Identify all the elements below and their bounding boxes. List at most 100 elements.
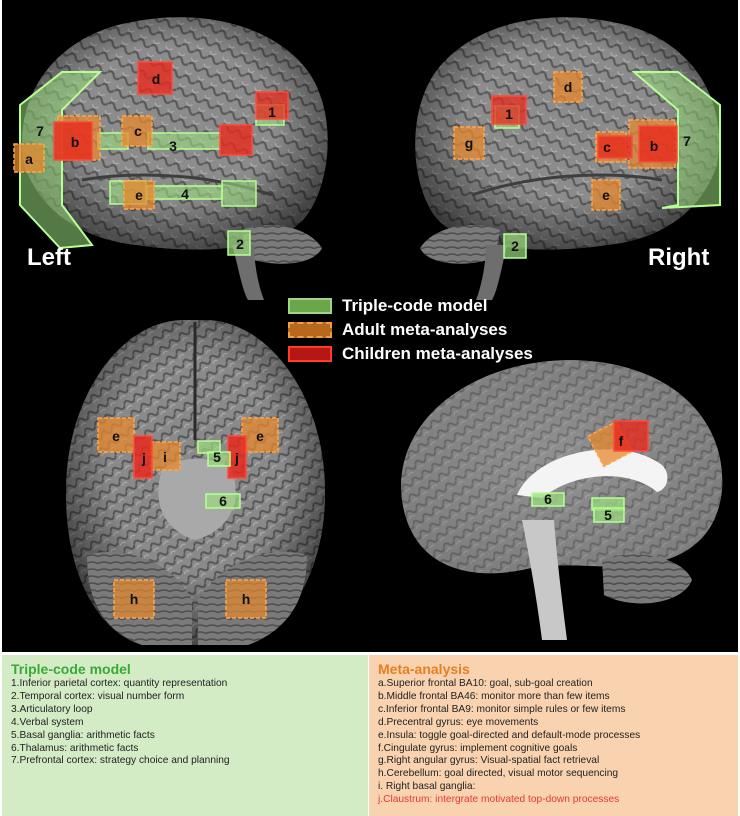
label-a-left: a (25, 151, 33, 167)
right-view-regions (453, 71, 721, 259)
region-2-left (227, 230, 251, 256)
region-3-child-left (219, 124, 253, 156)
meta-analysis-item: h.Cerebellum: goal directed, visual moto… (378, 768, 619, 780)
label-2-left: 2 (236, 236, 244, 252)
region-d-right (553, 71, 583, 103)
region-labels: 7 3 4 2 a c e b d 1 7 2 d g e 1 c b 5 6 (25, 71, 691, 607)
label-g-right: g (465, 135, 474, 151)
label-b-left: b (71, 134, 80, 150)
brain-image-panel: 7 3 4 2 a c e b d 1 7 2 d g e 1 c b 5 6 (2, 0, 738, 652)
sagittal-brain (401, 360, 723, 640)
meta-analysis-item: b.Middle frontal BA46: monitor more than… (378, 690, 610, 702)
sagittal-view-regions (531, 420, 649, 523)
meta-analysis-item: a.Superior frontal BA10: goal, sub-goal … (378, 678, 593, 689)
region-4-right-end (221, 180, 257, 207)
label-6-sagittal: 6 (544, 491, 552, 507)
axial-brain (66, 320, 326, 645)
region-b-right (638, 125, 678, 163)
label-h-axial-left: h (130, 591, 139, 607)
region-c-left (121, 115, 153, 147)
label-2-right: 2 (511, 238, 519, 254)
region-a-left (13, 143, 45, 173)
region-e-axial-left (97, 417, 135, 453)
label-1-right: 1 (505, 106, 513, 122)
legend-swatch-children (288, 346, 332, 362)
triple-code-item: 1.Inferior parietal cortex: quantity rep… (11, 678, 228, 689)
region-1-child-right (491, 95, 527, 125)
meta-analysis-item-highlighted: j.Claustrum: intergrate motivated top-do… (378, 794, 620, 806)
label-4-left: 4 (181, 186, 189, 202)
region-j-axial-left (133, 435, 153, 479)
legend-label-children: Children meta-analyses (342, 344, 533, 363)
region-f-sagittal (613, 420, 649, 452)
legend: Triple-code model Adult meta-analyses Ch… (288, 294, 533, 366)
region-2-right (503, 233, 527, 259)
legend-label-adult: Adult meta-analyses (342, 320, 508, 339)
triple-code-item: 3.Articulatory loop (11, 703, 93, 715)
legend-item-triple-code: Triple-code model (288, 294, 533, 318)
label-f-sagittal: f (619, 433, 624, 449)
region-e-left (123, 180, 155, 210)
region-1-child-left (255, 91, 289, 120)
region-5-sagittal (593, 507, 625, 523)
region-7-right (631, 71, 721, 209)
triple-code-item: 6.Thalamus: arithmetic facts (11, 742, 139, 754)
region-3-bar-right (147, 132, 221, 150)
left-view-label: Left (27, 244, 71, 271)
label-j-axial-right: j (234, 450, 239, 466)
label-d-right: d (564, 79, 573, 95)
region-d-left (137, 61, 173, 95)
label-i-axial: i (163, 449, 167, 465)
region-6-axial (205, 493, 241, 509)
region-h-axial-right (225, 579, 267, 619)
region-c-right (597, 135, 633, 159)
label-3-left: 3 (169, 138, 177, 154)
label-b-right: b (650, 138, 659, 154)
region-g-right (453, 126, 485, 160)
meta-analysis-item: e.Insula: toggle goal-directed and defau… (378, 729, 641, 741)
label-c-right: c (603, 139, 611, 155)
legend-item-adult: Adult meta-analyses (288, 318, 533, 342)
region-e-right (591, 179, 621, 211)
label-c-left: c (134, 123, 142, 139)
label-e-right: e (602, 187, 610, 203)
region-6-sagittal (531, 492, 565, 507)
legend-swatch-triple-code (288, 298, 332, 314)
label-e-axial-right: e (256, 428, 264, 444)
triple-code-item: 7.Prefrontal cortex: strategy choice and… (11, 755, 230, 767)
label-5-axial: 5 (213, 449, 221, 465)
triple-code-item: 4.Verbal system (11, 716, 84, 728)
label-7-left: 7 (36, 123, 44, 139)
meta-analysis-item: i. Right basal ganglia: (378, 781, 476, 793)
label-e-axial-left: e (112, 428, 120, 444)
right-view-label: Right (648, 244, 710, 271)
triple-code-list: 1.Inferior parietal cortex: quantity rep… (11, 678, 358, 768)
region-e-axial-right (241, 417, 279, 453)
region-b-left (53, 121, 93, 161)
triple-code-item: 2.Temporal cortex: visual number form (11, 690, 185, 702)
brain-views-svg: 7 3 4 2 a c e b d 1 7 2 d g e 1 c b 5 6 (13, 17, 723, 645)
label-6-axial: 6 (219, 493, 227, 509)
axial-view-regions (97, 417, 279, 619)
label-7-right: 7 (683, 133, 691, 149)
label-5-sagittal: 5 (604, 507, 612, 523)
meta-analysis-item: g.Right angular gyrus: Visual-spatial fa… (378, 755, 600, 767)
meta-analysis-info-box: Meta-analysis a.Superior frontal BA10: g… (369, 655, 738, 816)
label-e-left: e (135, 187, 143, 203)
label-j-axial-left: j (141, 450, 146, 466)
legend-item-children: Children meta-analyses (288, 342, 533, 366)
meta-analysis-title: Meta-analysis (378, 661, 470, 677)
label-d-left: d (152, 71, 161, 87)
legend-swatch-adult (288, 322, 332, 338)
meta-analysis-list: a.Superior frontal BA10: goal, sub-goal … (378, 678, 728, 807)
legend-label-triple-code: Triple-code model (342, 296, 488, 315)
meta-analysis-item: d.Precentral gyrus: eye movements (378, 716, 539, 728)
region-h-axial-left (113, 579, 155, 619)
meta-analysis-item: c.Inferior frontal BA9: monitor simple r… (378, 703, 626, 715)
left-view-regions (13, 61, 289, 256)
label-h-axial-right: h (242, 591, 251, 607)
triple-code-item: 5.Basal ganglia: arithmetic facts (11, 729, 155, 741)
label-1-left: 1 (268, 104, 276, 120)
meta-analysis-item: f.Cingulate gyrus: implement cognitive g… (378, 742, 578, 754)
